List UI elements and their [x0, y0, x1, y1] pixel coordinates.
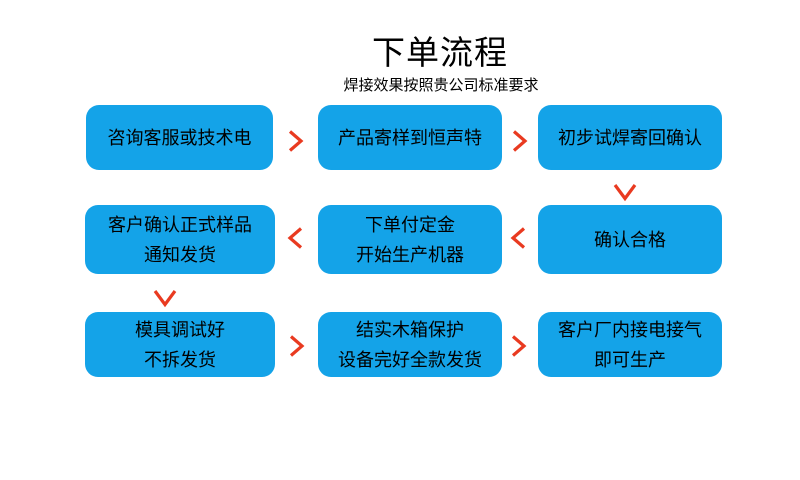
flow-step-label: 客户厂内接电接气	[558, 319, 702, 340]
flow-step-trial-weld: 初步试焊寄回确认	[538, 105, 722, 170]
chevron-left-icon	[510, 227, 526, 249]
page-subtitle: 焊接效果按照贵公司标准要求	[343, 77, 539, 94]
flow-step-confirm-sample: 客户确认正式样品 通知发货	[85, 205, 275, 274]
page-title: 下单流程	[372, 34, 508, 71]
flow-step-crate-ship: 结实木箱保护 设备完好全款发货	[318, 312, 502, 377]
flow-step-label: 开始生产机器	[356, 244, 464, 265]
chevron-left-icon	[287, 227, 303, 249]
chevron-down-icon	[613, 184, 637, 202]
chevron-right-icon	[512, 130, 528, 152]
flow-step-label: 结实木箱保护	[356, 319, 464, 340]
flow-step-label: 模具调试好	[135, 319, 225, 340]
chevron-right-icon	[289, 335, 305, 357]
chevron-down-icon	[153, 290, 177, 308]
flow-step-qualified: 确认合格	[538, 205, 722, 274]
flow-step-deposit: 下单付定金 开始生产机器	[318, 205, 502, 274]
flow-step-label: 即可生产	[594, 349, 666, 370]
flow-step-label: 初步试焊寄回确认	[558, 127, 702, 148]
flow-step-label: 确认合格	[594, 229, 666, 250]
flow-step-label: 客户确认正式样品	[108, 214, 252, 235]
flow-step-label: 下单付定金	[365, 214, 455, 235]
chevron-right-icon	[511, 335, 527, 357]
flow-step-label: 通知发货	[144, 244, 216, 265]
flow-step-install: 客户厂内接电接气 即可生产	[538, 312, 722, 377]
flow-step-label: 咨询客服或技术电	[107, 127, 252, 148]
flow-step-send-sample: 产品寄样到恒声特	[318, 105, 502, 170]
flow-step-label: 不拆发货	[144, 349, 216, 370]
flow-step-label: 产品寄样到恒声特	[338, 127, 482, 148]
flow-step-consult: 咨询客服或技术电	[86, 105, 273, 170]
chevron-right-icon	[288, 130, 304, 152]
flow-step-label: 设备完好全款发货	[338, 349, 482, 370]
flow-step-mold-ready: 模具调试好 不拆发货	[85, 312, 275, 377]
